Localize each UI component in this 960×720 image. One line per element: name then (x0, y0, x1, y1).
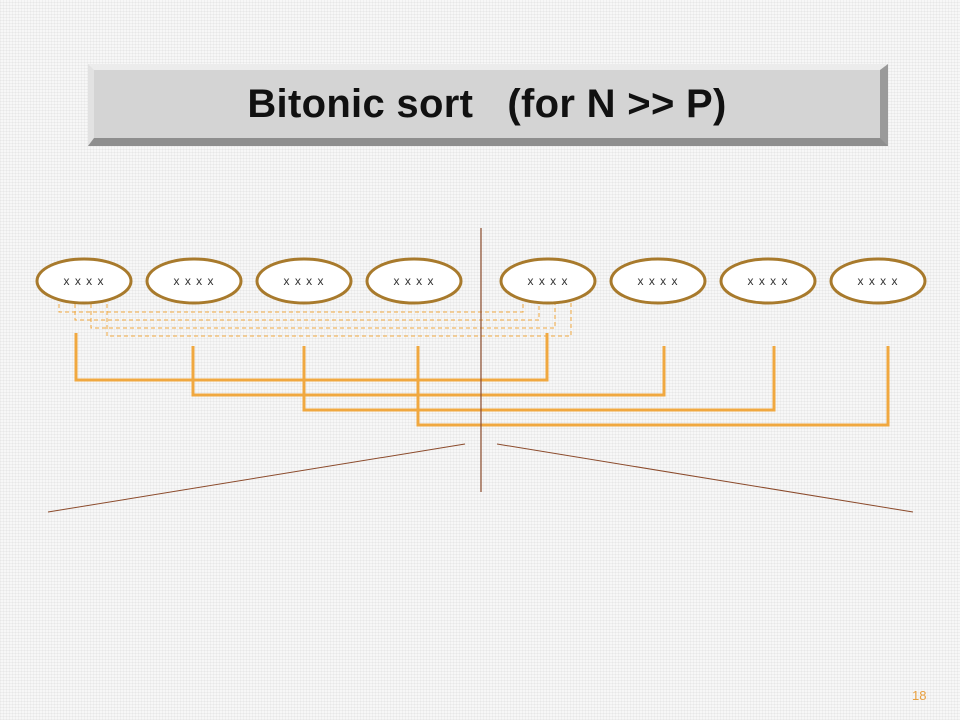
block-label: x x x x (857, 274, 898, 288)
compare-connector (74, 333, 549, 382)
processor-block (35, 257, 133, 305)
left-split-line (47, 443, 466, 513)
processor-block (145, 257, 243, 305)
compare-connector (416, 346, 890, 427)
block-label: x x x x (637, 274, 678, 288)
right-split-line (496, 443, 914, 513)
slide-title: Bitonic sort (for N >> P) (247, 81, 727, 126)
block-label: x x x x (527, 274, 568, 288)
compare-connector (191, 346, 666, 397)
processor-block (719, 257, 817, 305)
dashed-connector (106, 290, 572, 337)
divider-lines (47, 228, 914, 513)
block-label: x x x x (747, 274, 788, 288)
block-label: x x x x (283, 274, 324, 288)
processor-block (365, 257, 463, 305)
compare-connectors (74, 333, 890, 427)
page-number: 18 (912, 688, 927, 703)
title-bar: Bitonic sort (for N >> P) (88, 64, 888, 146)
dashed-connector (90, 290, 556, 329)
dashed-connector (74, 290, 540, 321)
processor-block (829, 257, 927, 305)
processor-block (499, 257, 597, 305)
compare-connector (302, 346, 776, 412)
block-label: x x x x (63, 274, 104, 288)
block-label: x x x x (393, 274, 434, 288)
block-label: x x x x (173, 274, 214, 288)
processor-block (255, 257, 353, 305)
processor-block (609, 257, 707, 305)
